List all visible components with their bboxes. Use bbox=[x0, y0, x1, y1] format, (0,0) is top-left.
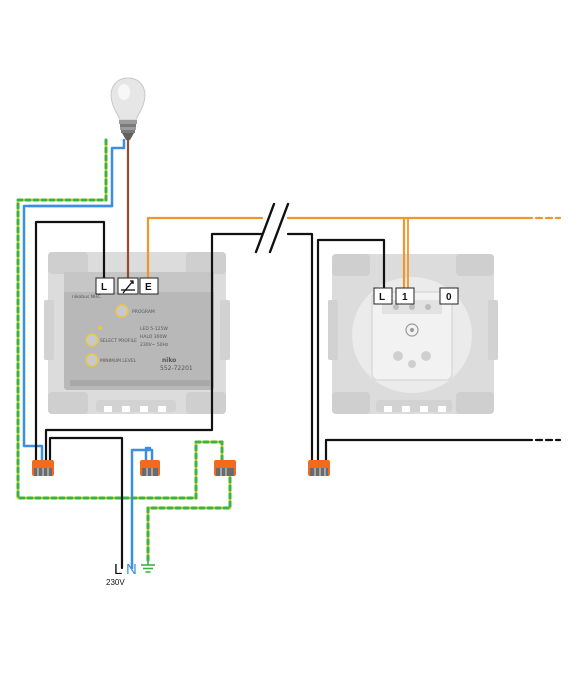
dimmer-terminal-dimmed-output bbox=[117, 277, 139, 295]
svg-text:L: L bbox=[379, 292, 385, 303]
dimmer-terminal-l: L bbox=[95, 277, 115, 295]
dimmer-terminals: L E bbox=[95, 277, 159, 295]
traveller-wire bbox=[146, 216, 534, 294]
earth-wire bbox=[16, 138, 232, 562]
spec-line-1: LED 5-125W bbox=[140, 326, 168, 332]
program-label: PROGRAM bbox=[132, 309, 155, 315]
extension-terminal-l: L bbox=[373, 287, 393, 305]
dimmer-output-icon bbox=[121, 280, 135, 294]
brand-label: niko bbox=[162, 357, 176, 364]
lamp bbox=[110, 77, 146, 140]
dimmer-terminal-e: E bbox=[139, 277, 159, 295]
dimmer-module: nikobus NHC PROGRAM SELECT PROFILE MINIM… bbox=[64, 272, 214, 390]
neutral-wire bbox=[22, 138, 154, 570]
voltage-label: 230V bbox=[106, 578, 125, 587]
svg-text:E: E bbox=[145, 282, 152, 293]
live-label: L bbox=[114, 561, 122, 578]
minimum-level-button[interactable]: MINIMUM LEVEL bbox=[85, 353, 137, 367]
svg-text:0: 0 bbox=[446, 292, 452, 303]
select-profile-button[interactable]: SELECT PROFILE bbox=[85, 333, 137, 347]
connector-earth bbox=[214, 460, 236, 476]
model-label: 552-72201 bbox=[160, 365, 193, 372]
extension-terminal-1: 1 bbox=[395, 287, 415, 305]
connector-extension bbox=[308, 460, 330, 476]
connector-neutral bbox=[140, 460, 160, 476]
spec-line-3: 230V~ 50Hz bbox=[140, 342, 169, 348]
dimmer-header-text: nikobus NHC bbox=[72, 294, 101, 300]
extension-terminals: L 1 0 bbox=[373, 287, 459, 305]
earth-icon bbox=[141, 560, 155, 573]
extension-module bbox=[352, 277, 472, 393]
svg-text:L: L bbox=[101, 282, 107, 293]
lightbulb-icon bbox=[110, 77, 146, 140]
extension-terminal-0: 0 bbox=[439, 287, 459, 305]
extension-center-icon bbox=[405, 323, 419, 337]
wiring bbox=[16, 138, 562, 570]
status-led-icon bbox=[98, 326, 102, 330]
program-button[interactable]: PROGRAM bbox=[115, 304, 155, 318]
svg-text:1: 1 bbox=[402, 292, 408, 303]
supply-labels: L N 230V bbox=[106, 560, 155, 587]
neutral-label: N bbox=[126, 561, 137, 578]
live-wire bbox=[34, 220, 534, 570]
select-profile-label: SELECT PROFILE bbox=[100, 338, 137, 344]
spec-line-2: HALO 300W bbox=[140, 334, 167, 340]
cable-break-icon bbox=[254, 202, 290, 254]
minimum-level-label: MINIMUM LEVEL bbox=[100, 358, 137, 364]
connector-live bbox=[32, 460, 54, 476]
